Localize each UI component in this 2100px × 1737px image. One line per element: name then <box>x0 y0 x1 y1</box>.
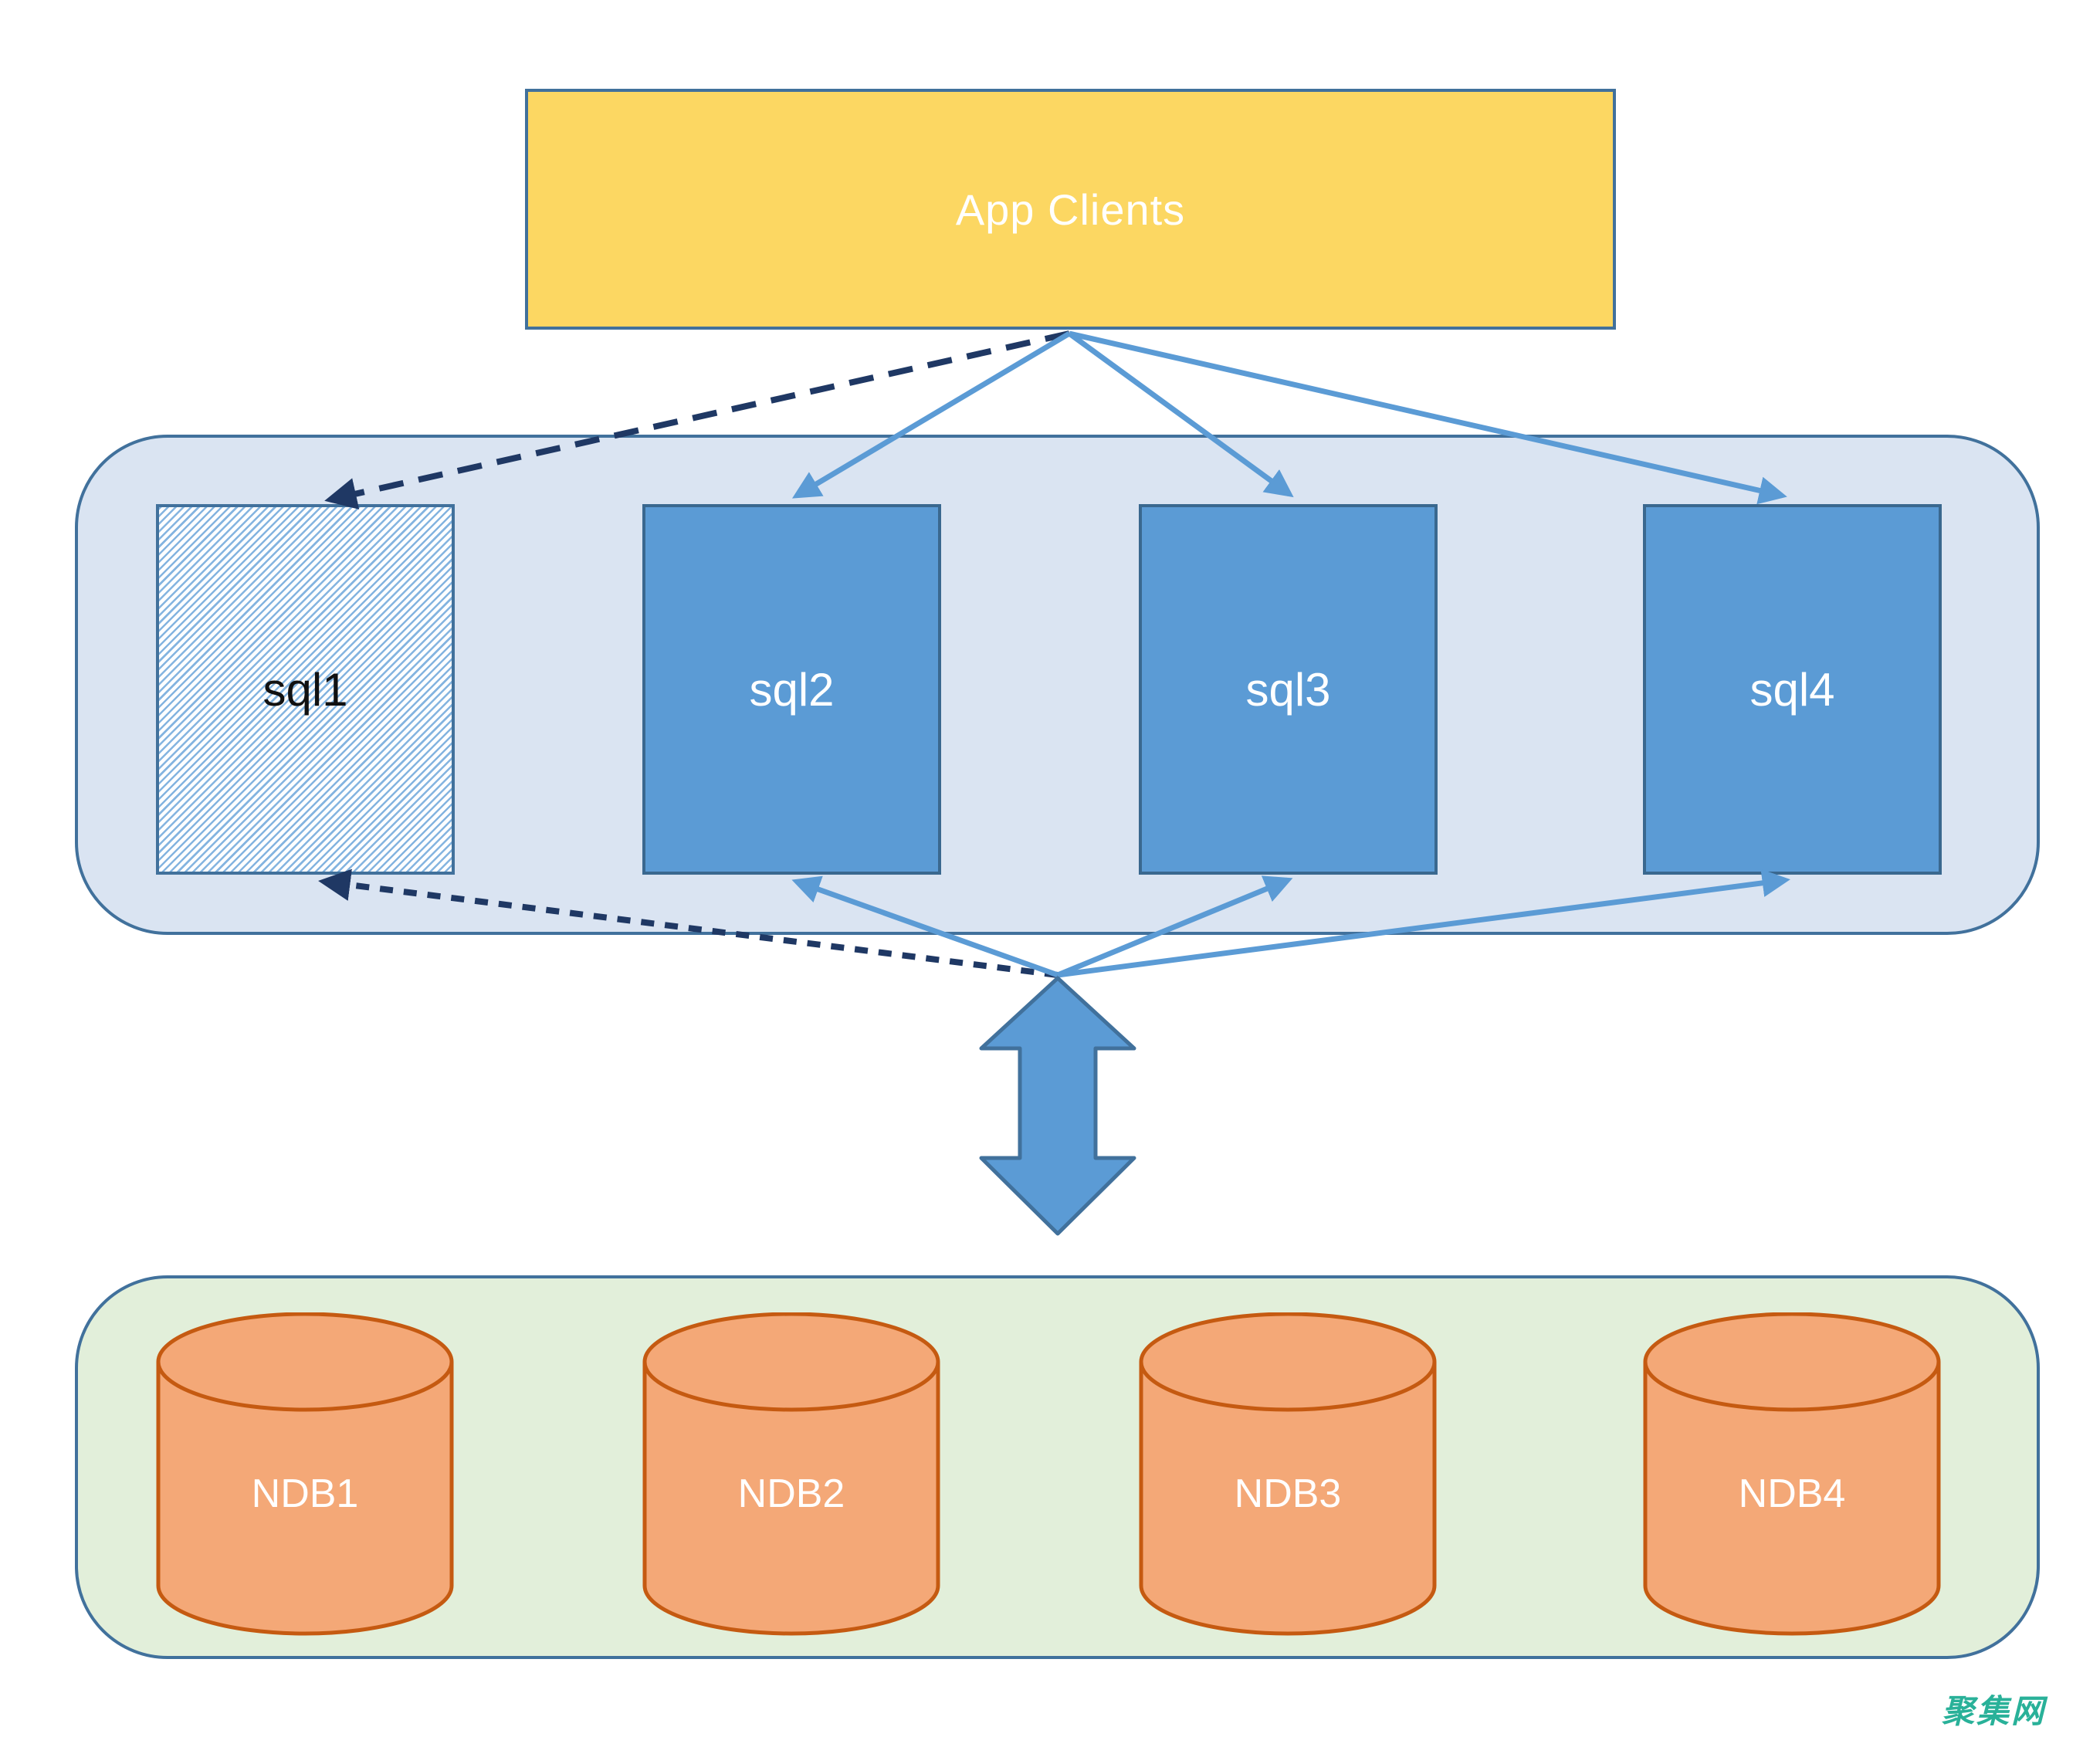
sql-node-label: sql4 <box>1749 663 1835 716</box>
app-clients-box: App Clients <box>525 89 1616 330</box>
database-cylinder-icon <box>156 1312 454 1636</box>
ndb-node-ndb3: NDB3 <box>1139 1312 1437 1637</box>
ndb-node-label: NDB4 <box>1738 1471 1846 1516</box>
sql-node-sql1: sql1 <box>156 504 455 875</box>
ndb-node-ndb1: NDB1 <box>156 1312 454 1637</box>
sql-node-label: sql2 <box>749 663 835 716</box>
watermark-text: 聚集网 <box>1941 1693 2046 1729</box>
sql-node-sql2: sql2 <box>642 504 941 875</box>
sql-node-label: sql1 <box>262 663 348 716</box>
database-cylinder-icon <box>1643 1312 1941 1636</box>
ndb-node-ndb2: NDB2 <box>642 1312 940 1637</box>
ndb-node-label: NDB2 <box>737 1471 845 1516</box>
sql-node-sql3: sql3 <box>1139 504 1438 875</box>
sql-node-sql4: sql4 <box>1643 504 1942 875</box>
database-cylinder-icon <box>642 1312 940 1636</box>
double-arrow-sql-ndb <box>979 976 1136 1236</box>
ndb-node-label: NDB1 <box>251 1471 359 1516</box>
ndb-node-ndb4: NDB4 <box>1643 1312 1941 1637</box>
ndb-node-label: NDB3 <box>1234 1471 1342 1516</box>
app-clients-label: App Clients <box>955 185 1186 234</box>
database-cylinder-icon <box>1139 1312 1437 1636</box>
sql-node-label: sql3 <box>1245 663 1331 716</box>
